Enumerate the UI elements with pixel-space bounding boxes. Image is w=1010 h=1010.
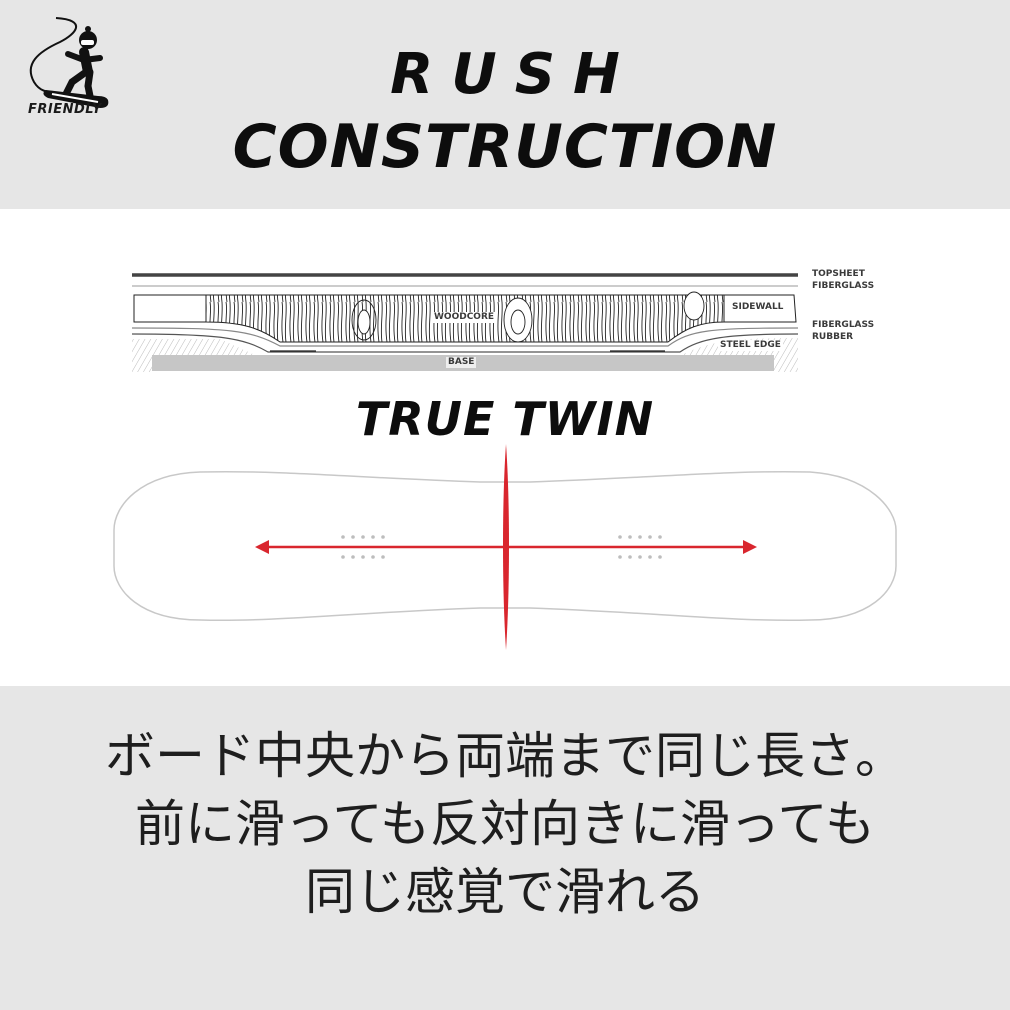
- cross-section-illustration: [131, 273, 799, 372]
- center-line-icon: [503, 444, 509, 650]
- description-line-3: 同じ感覚で滑れる: [305, 863, 705, 921]
- true-twin-board-illustration: [113, 444, 897, 650]
- page-title-line2: CONSTRUCTION: [232, 112, 778, 182]
- steel-edge-label: STEEL EDGE: [718, 340, 783, 351]
- description-text: ボード中央から両端まで同じ長さ。 前に滑っても反対向きに滑っても 同じ感覚で滑れ…: [0, 722, 1010, 926]
- header-band: [0, 0, 1010, 209]
- arrow-right-icon: [743, 540, 757, 554]
- shape-title: TRUE TWIN: [355, 392, 655, 446]
- insert-dots-left: [341, 535, 385, 559]
- woodcore-label: WOODCORE: [432, 312, 497, 323]
- description-band: [0, 686, 1010, 1010]
- fiberglass-top-label: FIBERGLASS: [812, 281, 875, 291]
- sidewall-label: SIDEWALL: [730, 302, 786, 313]
- rubber-label: RUBBER: [812, 332, 854, 342]
- fiberglass-bottom-label: FIBERGLASS: [812, 320, 875, 330]
- friendly-badge-label: FRIENDLY: [28, 102, 102, 117]
- arrow-left-icon: [255, 540, 269, 554]
- insert-dots-right: [618, 535, 662, 559]
- snowboarder-icon: [29, 17, 109, 108]
- description-line-1: ボード中央から両端まで同じ長さ。: [105, 727, 905, 785]
- base-label: BASE: [446, 357, 477, 368]
- description-line-2: 前に滑っても反対向きに滑っても: [135, 795, 875, 853]
- construction-diagram: WOODCORE SIDEWALL STEEL EDGE BASE TOPSHE…: [120, 262, 900, 382]
- page-title-line1: RUSH: [390, 42, 638, 107]
- topsheet-label: TOPSHEET: [812, 269, 865, 279]
